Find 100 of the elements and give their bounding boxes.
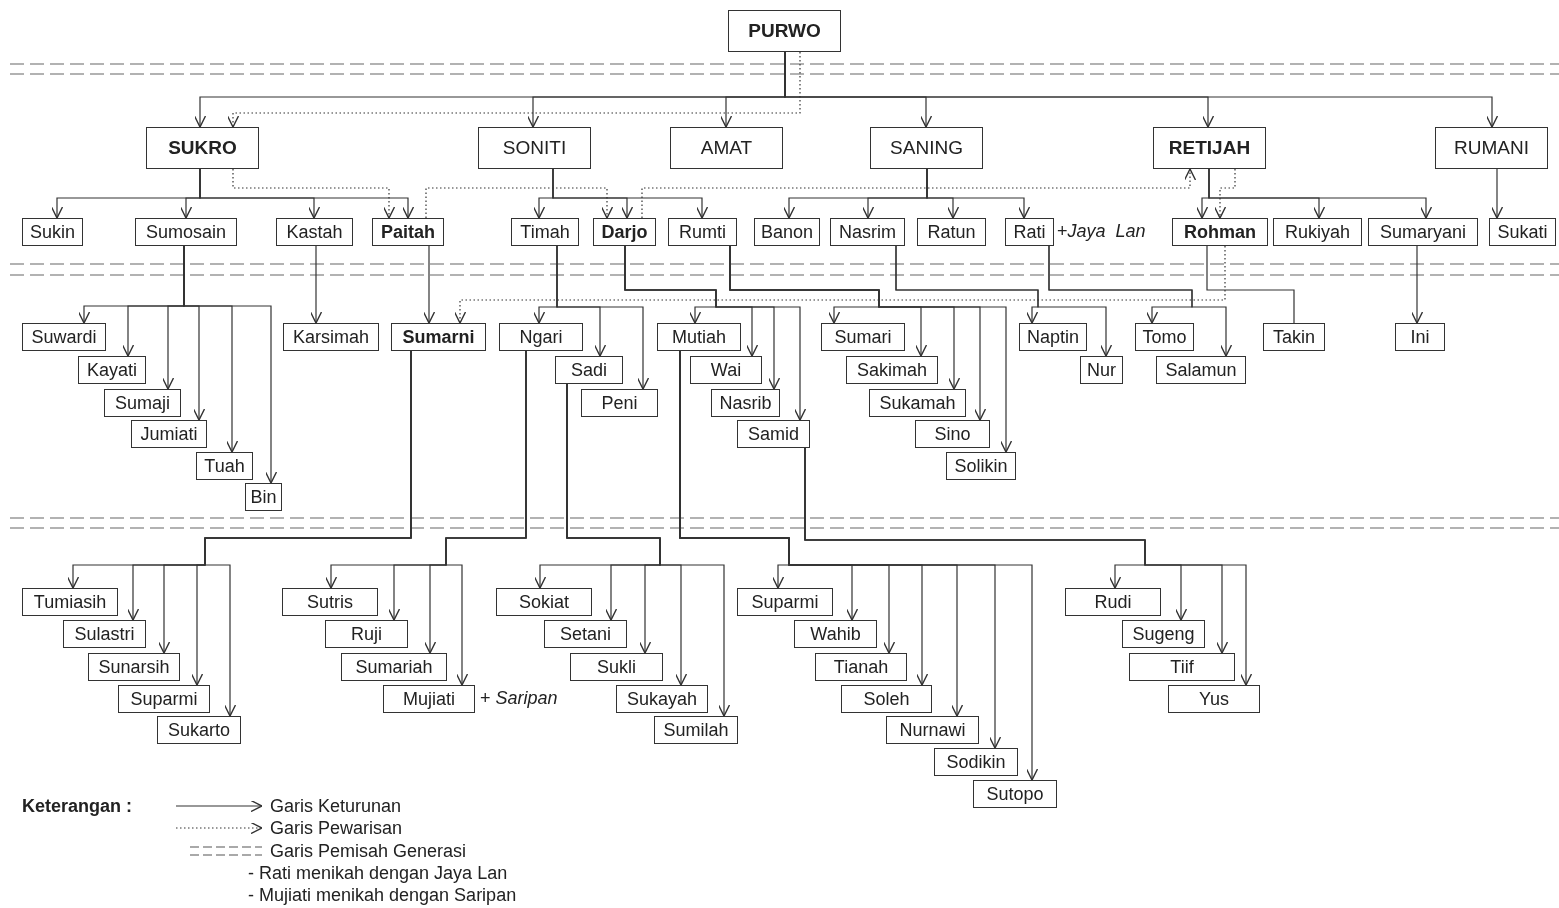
person-name: Sino <box>934 424 971 444</box>
person-name: Sodikin <box>946 752 1006 772</box>
person-box <box>196 452 253 480</box>
person-name: Kastah <box>286 222 343 242</box>
person-name: Nur <box>1087 360 1116 380</box>
person-name: Sumari <box>834 327 892 347</box>
person-name: PURWO <box>748 21 821 41</box>
person-box <box>870 127 983 169</box>
person-name: Sutopo <box>986 784 1044 804</box>
person-name: Setani <box>559 624 611 644</box>
person-name: RETIJAH <box>1168 138 1251 158</box>
person-box <box>886 716 979 744</box>
person-box <box>616 685 708 713</box>
descent-arrow <box>422 245 436 324</box>
person-name: Rumti <box>679 222 726 242</box>
person-name: Suparmi <box>130 689 198 709</box>
person-box <box>737 420 810 448</box>
person-box <box>917 218 986 246</box>
person-box <box>555 356 623 384</box>
person-name: Naptin <box>1027 327 1079 347</box>
person-box <box>88 653 180 681</box>
inheritance-arrow <box>425 187 614 219</box>
person-name: SONITI <box>502 138 567 158</box>
descent-arrow <box>556 245 650 390</box>
person-box <box>869 389 966 417</box>
person-box <box>496 588 592 616</box>
person-box <box>22 323 106 351</box>
person-box <box>1435 127 1548 169</box>
inheritance-arrow <box>453 245 1226 324</box>
person-box <box>104 389 181 417</box>
person-name: Sumaji <box>115 393 170 413</box>
person-name: Sutris <box>307 592 353 612</box>
person-name: Soleh <box>863 689 910 709</box>
person-name: Tomo <box>1142 327 1187 347</box>
person-name: SANING <box>890 138 963 158</box>
person-box <box>135 218 237 246</box>
person-box <box>511 218 579 246</box>
person-box <box>1005 218 1054 246</box>
person-name: Tumiasih <box>33 592 107 612</box>
legend-text: Garis Pemisah Generasi <box>270 840 467 862</box>
descent-arrow <box>199 168 415 219</box>
person-box <box>668 218 737 246</box>
person-name: Rukiyah <box>1285 222 1350 242</box>
person-box <box>654 716 738 744</box>
person-box <box>499 323 583 351</box>
person-box <box>1273 218 1362 246</box>
person-box <box>383 685 475 713</box>
descent-arrow <box>552 168 709 219</box>
person-box <box>915 420 990 448</box>
person-box <box>570 653 663 681</box>
person-name: Tuah <box>204 456 245 476</box>
person-name: Nasrib <box>719 393 772 413</box>
spouse-note: +Jaya Lan <box>1057 220 1146 242</box>
person-name: Ini <box>1410 327 1430 347</box>
person-box <box>1395 323 1445 351</box>
person-box <box>325 620 408 648</box>
person-box <box>1129 653 1235 681</box>
descent-arrow <box>1490 168 1504 219</box>
descent-arrow <box>926 168 1031 219</box>
person-name: Sukin <box>30 222 75 242</box>
person-box <box>157 716 241 744</box>
person-box <box>131 420 207 448</box>
person-name: Nurnawi <box>899 720 966 740</box>
person-name: Bin <box>250 487 277 507</box>
person-name: Ruji <box>351 624 382 644</box>
legend-text: Garis Pewarisan <box>270 817 403 839</box>
person-name: Wahib <box>810 624 861 644</box>
person-name: Sakimah <box>857 360 927 380</box>
person-box <box>341 653 447 681</box>
person-name: Sumosain <box>145 222 226 242</box>
person-name: Suwardi <box>31 327 97 347</box>
person-box <box>544 620 627 648</box>
person-box <box>728 10 841 52</box>
descent-arrow <box>804 447 1253 686</box>
person-box <box>276 218 353 246</box>
legend-text: Garis Keturunan <box>270 795 402 817</box>
person-box <box>1263 323 1325 351</box>
person-name: Solikin <box>954 456 1008 476</box>
person-box <box>946 452 1016 480</box>
person-box <box>1368 218 1478 246</box>
person-box <box>282 588 378 616</box>
person-box <box>581 389 658 417</box>
person-name: Rohman <box>1184 222 1256 242</box>
person-name: Sadi <box>571 360 607 380</box>
person-box <box>841 685 932 713</box>
person-box <box>1065 588 1161 616</box>
person-name: Banon <box>760 222 814 242</box>
person-box <box>118 685 210 713</box>
person-name: Peni <box>601 393 638 413</box>
person-box <box>245 483 282 511</box>
person-name: Mutiah <box>672 327 726 347</box>
descent-arrow <box>445 350 527 686</box>
person-name: Samid <box>748 424 799 444</box>
person-box <box>1172 218 1268 246</box>
person-name: Yus <box>1199 689 1229 709</box>
person-name: Ngari <box>519 327 563 347</box>
person-box <box>1122 620 1205 648</box>
person-box <box>711 389 780 417</box>
person-box <box>22 218 83 246</box>
person-box <box>1135 323 1194 351</box>
